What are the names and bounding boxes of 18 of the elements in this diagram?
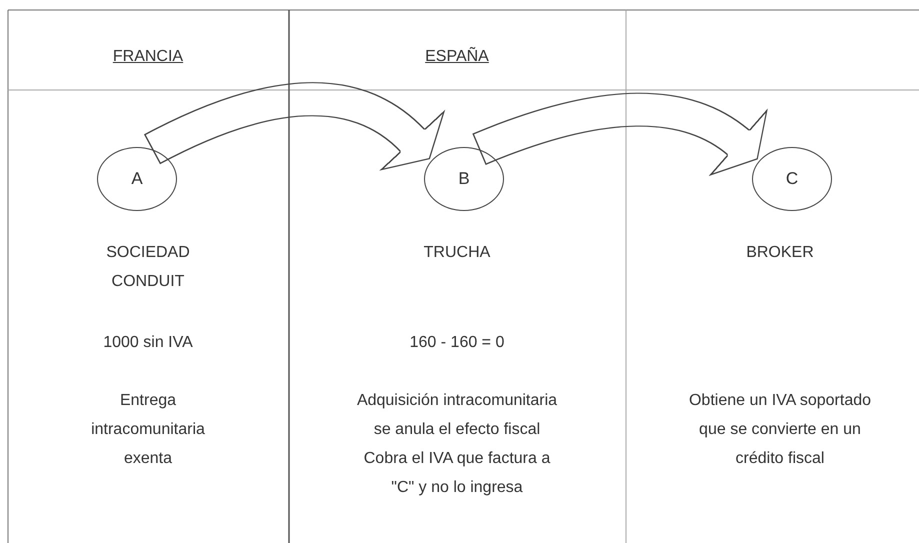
entity-ellipse <box>752 147 832 211</box>
amount-text: 1000 sin IVA <box>102 333 194 353</box>
entity-ellipse <box>424 147 504 211</box>
amount-text: 160 - 160 = 0 <box>408 333 506 353</box>
curved-block-arrow <box>144 82 443 173</box>
description-text: Entrega intracomunitaria exenta <box>90 391 206 469</box>
column-header: FRANCIA <box>112 47 184 67</box>
entity-name: SOCIEDAD CONDUIT <box>105 243 191 292</box>
entity-ellipse <box>97 147 177 211</box>
description-text: Obtiene un IVA soportado que se convierte en un crédito fiscal <box>688 391 872 469</box>
curved-block-arrow <box>472 92 766 178</box>
entity-name: BROKER <box>745 243 815 263</box>
entity-name: TRUCHA <box>422 243 492 263</box>
column-header: ESPAÑA <box>424 46 490 67</box>
node-letter: C <box>786 169 798 189</box>
description-text: Adquisición intracomunitaria se anula el efecto fiscal Cobra el IVA que factura a "C" y no lo ingresa <box>356 391 558 498</box>
node-letter: B <box>458 169 470 189</box>
node-letter: A <box>131 169 143 189</box>
